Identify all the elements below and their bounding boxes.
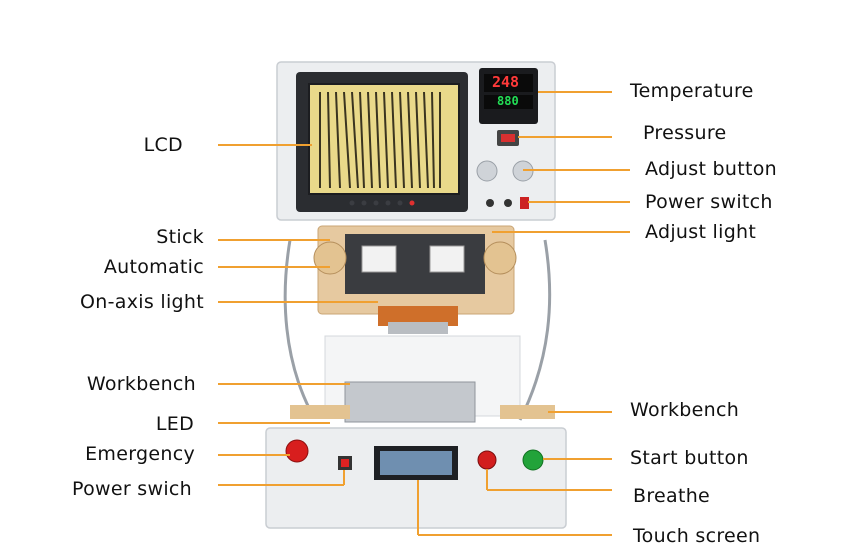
lcd-buttons <box>349 200 415 206</box>
breathe-light <box>477 450 497 470</box>
emergency-button <box>285 439 309 463</box>
label-lcd: LCD <box>143 134 183 156</box>
label-workbench-right: Workbench <box>630 399 740 421</box>
label-power-switch: Power switch <box>645 191 773 213</box>
temp-reading-bottom: 880 <box>497 94 519 108</box>
start-button <box>522 449 544 471</box>
label-temperature: Temperature <box>630 80 754 102</box>
label-adjust-light: Adjust light <box>645 221 757 243</box>
label-led: LED <box>155 413 194 435</box>
workbench-plate <box>344 381 476 423</box>
hot-head <box>378 306 458 326</box>
adjust-knob-left <box>476 160 498 182</box>
label-workbench-left: Workbench <box>86 373 196 395</box>
label-on-axis-light: On-axis light <box>80 291 204 313</box>
label-touch-screen: Touch screen <box>633 525 761 547</box>
lcd-image <box>319 91 441 189</box>
label-power-swich: Power swich <box>72 478 192 500</box>
temp-reading-top: 248 <box>492 73 520 91</box>
label-stick: Stick <box>156 226 204 248</box>
label-automatic: Automatic <box>103 256 204 278</box>
label-adjust-button: Adjust button <box>645 158 778 180</box>
label-start-button: Start button <box>630 447 749 469</box>
label-pressure: Pressure <box>643 122 727 144</box>
label-breathe: Breathe <box>633 485 711 507</box>
top-power-switch <box>520 197 529 209</box>
leader-lines <box>218 91 630 536</box>
label-emergency: Emergency <box>85 443 195 465</box>
